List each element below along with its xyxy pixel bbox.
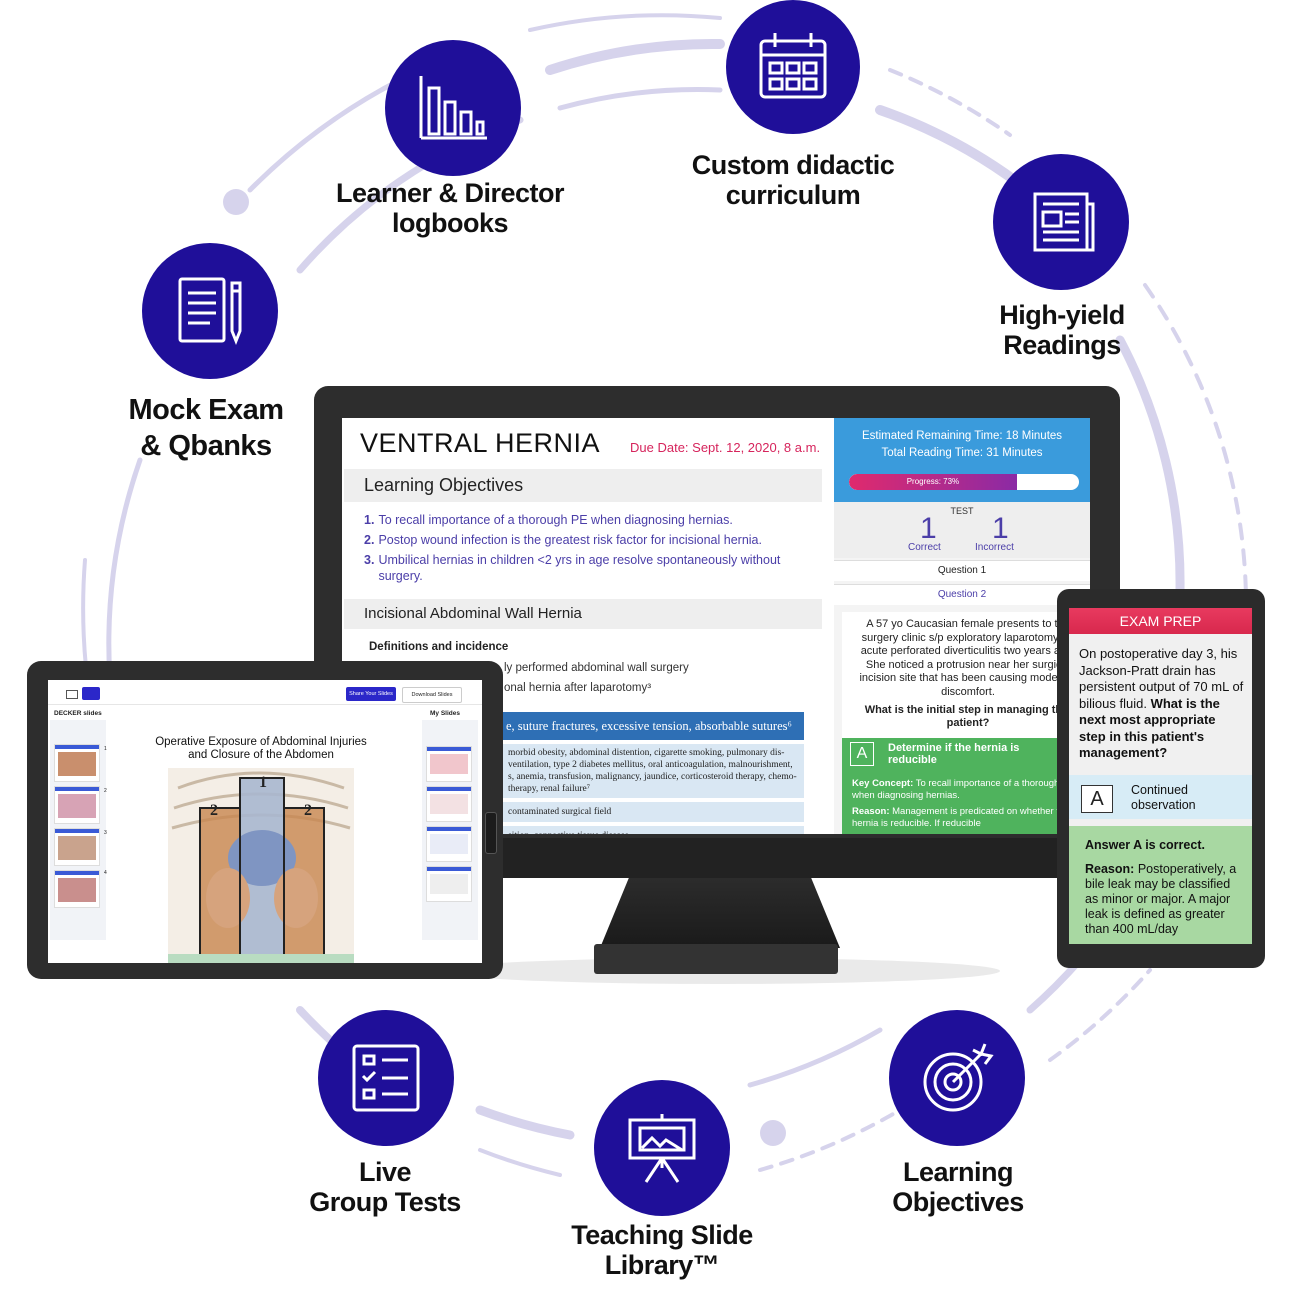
answer-letter: A xyxy=(1081,785,1113,813)
mock-exam-bubble[interactable] xyxy=(142,243,278,379)
definitions-heading: Definitions and incidence xyxy=(369,641,509,653)
document-pencil-icon xyxy=(178,277,242,346)
key-concept: Key Concept: To recall importance of a t… xyxy=(852,778,1075,801)
calendar-icon xyxy=(759,33,827,99)
laptop-view-icon[interactable] xyxy=(66,690,78,699)
risk-row: sition, connective tissue disease xyxy=(502,826,804,834)
region-label: 2 xyxy=(304,802,312,819)
objectives-list: 1.To recall importance of a thorough PE … xyxy=(364,512,804,588)
checklist-icon xyxy=(352,1044,420,1112)
definition-line: ly performed abdominal wall surgery xyxy=(504,662,689,674)
test-label: TEST xyxy=(950,506,974,516)
definition-line: onal hernia after laparotomy³ xyxy=(504,682,652,694)
risk-row: contaminated surgical field xyxy=(502,802,804,822)
thumb-number: 3 xyxy=(104,830,107,836)
risk-factor-band: e, suture fractures, excessive tension, … xyxy=(502,712,804,740)
answer-panel[interactable]: A Determine if the hernia is reducible K… xyxy=(842,738,1082,834)
slide-title: Operative Exposure of Abdominal Injuries… xyxy=(155,736,367,761)
mock-exam-label: Mock Exam& Qbanks xyxy=(128,394,284,462)
my-slide-thumbnail[interactable] xyxy=(426,786,472,822)
curriculum-bubble[interactable] xyxy=(726,0,860,134)
question-1-tab[interactable]: Question 1 xyxy=(834,560,1090,581)
slide-thumbnail[interactable] xyxy=(54,744,100,782)
region-label: 1 xyxy=(259,774,267,791)
tablet-button xyxy=(485,812,497,854)
objective-item: 2.Postop wound infection is the greatest… xyxy=(364,533,762,547)
thumb-number: 4 xyxy=(104,870,107,876)
learning-objectives-heading: Learning Objectives xyxy=(344,469,822,502)
answer-letter: A xyxy=(850,742,874,766)
my-slides-panel xyxy=(422,720,478,940)
section-heading: Incisional Abdominal Wall Hernia xyxy=(344,599,822,629)
objective-item: 3.Umbilical hernias in children <2 yrs i… xyxy=(364,553,781,583)
page-title: VENTRAL HERNIA xyxy=(360,428,601,458)
reading-sidebar: Estimated Remaining Time: 18 Minutes Tot… xyxy=(834,418,1090,834)
decker-slide-panel xyxy=(50,720,106,940)
exam-prep-header: EXAM PREP xyxy=(1069,608,1252,634)
region-label: 2 xyxy=(210,802,218,819)
presentation-board-icon xyxy=(628,1114,696,1183)
total-time: Total Reading Time: 31 Minutes xyxy=(881,447,1043,459)
answer-text: Determine if the hernia is reducible xyxy=(888,742,1020,766)
correct-label: Correct xyxy=(908,542,941,553)
bar-chart-icon xyxy=(419,76,487,140)
slide-thumbnail[interactable] xyxy=(54,828,100,866)
phone-screen: EXAM PREP On postoperative day 3, his Ja… xyxy=(1069,608,1252,944)
result-text: Answer A is correct. xyxy=(1085,838,1205,852)
remaining-time: Estimated Remaining Time: 18 Minutes xyxy=(861,430,1063,442)
readings-bubble[interactable] xyxy=(993,154,1129,290)
logbooks-bubble[interactable] xyxy=(385,40,521,176)
desktop-view-icon[interactable] xyxy=(82,687,100,700)
my-slides-label: My Slides xyxy=(430,710,460,717)
phone-result-panel: Answer A is correct. Reason: Postoperati… xyxy=(1069,826,1252,944)
my-slide-thumbnail[interactable] xyxy=(426,826,472,862)
share-slides-button[interactable]: Share Your Slides xyxy=(346,687,396,701)
thumb-number: 2 xyxy=(104,788,107,794)
question-prompt: What is the initial step in managing thi… xyxy=(864,704,1072,729)
monitor-screen: VENTRAL HERNIA Due Date: Sept. 12, 2020,… xyxy=(342,418,1090,834)
reason: Reason: Management is predicated on whet… xyxy=(852,806,1070,829)
slide-thumbnail[interactable] xyxy=(54,786,100,824)
download-slides-button[interactable]: Download Slides xyxy=(402,687,462,703)
progress-fill: Progress: 73% xyxy=(849,474,1017,490)
due-date: Due Date: Sept. 12, 2020, 8 a.m. xyxy=(630,440,821,455)
objective-item: 1.To recall importance of a thorough PE … xyxy=(364,513,733,527)
question-text: A 57 yo Caucasian female presents to the… xyxy=(859,618,1077,698)
monitor-stand-base xyxy=(594,944,838,974)
decker-slides-label: DECKER slides xyxy=(54,710,102,717)
slide-library-bubble[interactable] xyxy=(594,1080,730,1216)
correct-count: 1 xyxy=(920,512,937,545)
question-2-tab[interactable]: Question 2 xyxy=(834,584,1090,605)
group-tests-bubble[interactable] xyxy=(318,1010,454,1146)
risk-row: morbid obesity, abdominal distention, ci… xyxy=(502,744,804,798)
incorrect-label: Incorrect xyxy=(975,542,1014,553)
tablet-screen: Share Your Slides Download Slides DECKER… xyxy=(48,680,482,963)
score-panel: TEST 1 Correct 1 Incorrect xyxy=(834,502,1090,558)
my-slide-thumbnail[interactable] xyxy=(426,746,472,782)
slide-thumbnail[interactable] xyxy=(54,870,100,908)
objectives-bubble[interactable] xyxy=(889,1010,1025,1146)
newspaper-icon xyxy=(1033,192,1095,252)
my-slide-thumbnail[interactable] xyxy=(426,866,472,902)
monitor-stand-neck xyxy=(600,878,840,948)
main-slide: Operative Exposure of Abdominal Injuries… xyxy=(120,718,402,963)
incorrect-count: 1 xyxy=(992,512,1009,545)
result-reason: Reason: Postoperatively, a bile leak may… xyxy=(1085,862,1237,936)
time-panel: Estimated Remaining Time: 18 Minutes Tot… xyxy=(834,418,1090,502)
target-arrow-icon xyxy=(923,1043,994,1112)
progress-bar: Progress: 73% xyxy=(849,474,1079,490)
phone-question: On postoperative day 3, his Jackson-Prat… xyxy=(1079,646,1244,760)
abdomen-illustration xyxy=(168,768,354,963)
thumb-number: 1 xyxy=(104,746,107,752)
